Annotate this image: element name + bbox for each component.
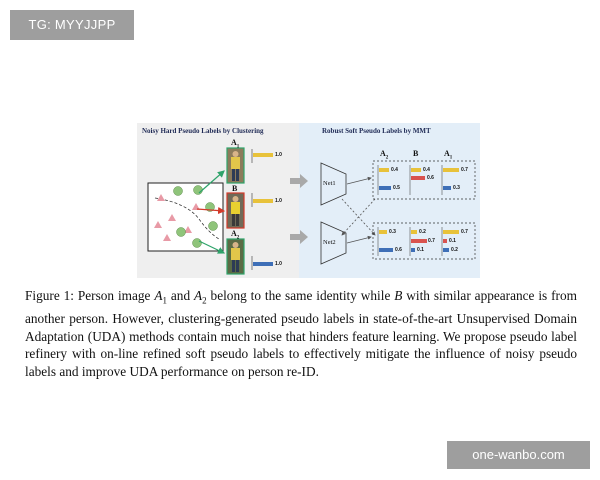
column-header-a2: A2 bbox=[380, 149, 389, 161]
hard-score-a1: 1.0 bbox=[275, 152, 282, 158]
triangle-marker bbox=[184, 226, 192, 233]
person-label-a1: A1 bbox=[231, 138, 240, 150]
person-label-a2: A2 bbox=[231, 229, 240, 241]
person-image-b bbox=[226, 192, 245, 229]
net1-bars bbox=[377, 165, 459, 195]
net1-a1-yellow-value: 0.7 bbox=[461, 167, 468, 173]
net1-a1-blue-value: 0.3 bbox=[453, 185, 460, 191]
cluster-boundary bbox=[154, 197, 220, 240]
hard-label-bar-a1 bbox=[253, 153, 273, 157]
watermark-bottom-right: one-wanbo.com bbox=[447, 441, 590, 469]
net2-output-box bbox=[372, 222, 476, 260]
net1-a2-blue-value: 0.5 bbox=[393, 185, 400, 191]
hard-label-bar-a2 bbox=[253, 262, 273, 266]
triangle-marker bbox=[157, 194, 165, 201]
net2-a1-red-value: 0.1 bbox=[449, 238, 456, 244]
net1-shape bbox=[320, 162, 347, 206]
net2-shape bbox=[320, 221, 347, 265]
column-header-b: B bbox=[413, 149, 419, 158]
column-header-a1: A1 bbox=[444, 149, 453, 161]
net1-a2-yellow-value: 0.4 bbox=[391, 167, 398, 173]
figure-caption: Figure 1: Person image A1 and A2 belong … bbox=[25, 288, 577, 379]
triangle-marker bbox=[168, 214, 176, 221]
net2-b-red-value: 0.7 bbox=[428, 238, 435, 244]
net1-b-yellow-value: 0.4 bbox=[423, 167, 430, 173]
arrow-to-a1 bbox=[198, 170, 225, 194]
net2-label: Net2 bbox=[323, 239, 336, 246]
hard-score-a2: 1.0 bbox=[275, 261, 282, 267]
grey-arrow-2 bbox=[290, 230, 308, 244]
arrow-to-b bbox=[196, 206, 226, 215]
net2-b-blue-value: 0.1 bbox=[417, 247, 424, 253]
symbol-b: B bbox=[394, 288, 403, 303]
person-label-b: B bbox=[232, 184, 238, 193]
cross-arrow-2 bbox=[341, 198, 376, 236]
grey-arrow-1 bbox=[290, 174, 308, 188]
circle-marker bbox=[192, 238, 202, 248]
cluster-box bbox=[147, 182, 224, 252]
net2-a2-blue-value: 0.6 bbox=[395, 247, 402, 253]
triangle-marker bbox=[192, 203, 200, 210]
net1-output-box bbox=[372, 160, 476, 200]
circle-marker bbox=[208, 221, 218, 231]
net2-bars bbox=[377, 227, 459, 256]
net2-a1-blue-value: 0.2 bbox=[451, 247, 458, 253]
circle-marker bbox=[173, 186, 183, 196]
person-image-a2 bbox=[226, 238, 245, 275]
triangle-marker bbox=[163, 234, 171, 241]
net1-b-red-value: 0.6 bbox=[427, 175, 434, 181]
hard-score-b: 1.0 bbox=[275, 198, 282, 204]
figure-diagram bbox=[147, 147, 476, 275]
net2-a1-yellow-value: 0.7 bbox=[461, 229, 468, 235]
figure: Noisy Hard Pseudo Labels by Clustering R… bbox=[137, 123, 480, 278]
right-panel-title: Robust Soft Pseudo Labels by MMT bbox=[322, 127, 431, 135]
person-image-a1 bbox=[226, 147, 245, 184]
watermark-top-left: TG: MYYJJPP bbox=[10, 10, 134, 40]
circle-marker bbox=[193, 185, 203, 195]
symbol-a2: A bbox=[194, 288, 203, 303]
net2-b-yellow-value: 0.2 bbox=[419, 229, 426, 235]
net1-label: Net1 bbox=[323, 180, 336, 187]
net2-a2-yellow-value: 0.3 bbox=[389, 229, 396, 235]
hard-label-bar-b bbox=[253, 199, 273, 203]
symbol-a1: A bbox=[154, 288, 163, 303]
left-panel-title: Noisy Hard Pseudo Labels by Clustering bbox=[142, 127, 264, 135]
triangle-marker bbox=[154, 221, 162, 228]
circle-marker bbox=[176, 227, 186, 237]
arrow-to-a2 bbox=[198, 240, 226, 254]
